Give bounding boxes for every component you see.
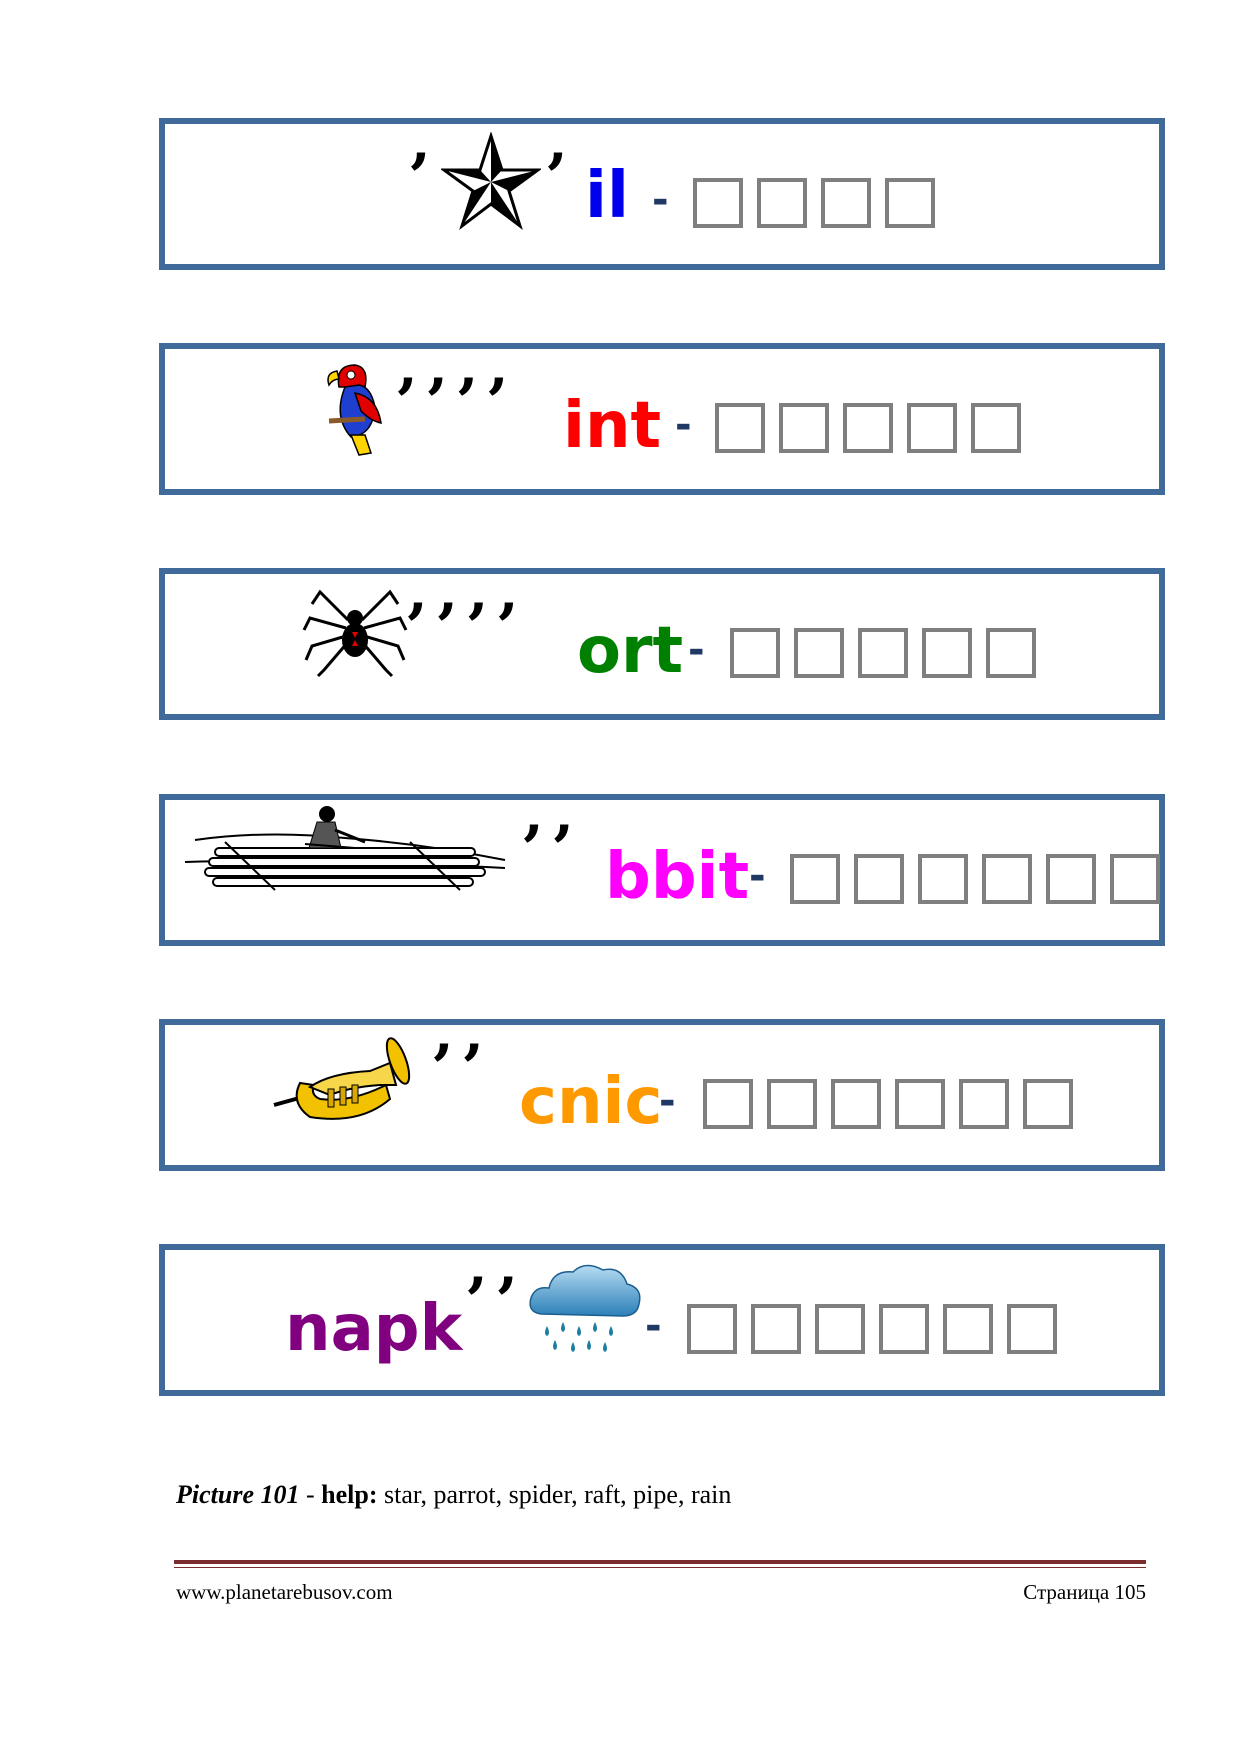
rebus-commas-before: ’’	[465, 1264, 526, 1339]
answer-boxes	[715, 403, 1021, 453]
answer-box[interactable]	[757, 178, 807, 228]
answer-box[interactable]	[922, 628, 972, 678]
footer-divider-thin	[174, 1567, 1146, 1568]
answer-box[interactable]	[895, 1079, 945, 1129]
parrot-icon	[327, 364, 382, 456]
answer-box[interactable]	[790, 854, 840, 904]
answer-box[interactable]	[815, 1304, 865, 1354]
help-text: star, parrot, spider, raft, pipe, rain	[377, 1480, 732, 1509]
answer-box[interactable]	[715, 403, 765, 453]
rebus-commas-after: ’	[545, 140, 576, 215]
rebus-word: cnic	[519, 1065, 663, 1139]
rebus-commas-after: ’’’’	[395, 365, 517, 440]
help-label: help:	[321, 1480, 378, 1509]
answer-box[interactable]	[854, 854, 904, 904]
answer-box[interactable]	[982, 854, 1032, 904]
answer-box[interactable]	[1110, 854, 1160, 904]
answer-box[interactable]	[879, 1304, 929, 1354]
answer-box[interactable]	[971, 403, 1021, 453]
answer-box[interactable]	[907, 403, 957, 453]
rebus-dash: -	[645, 1303, 662, 1349]
rebus-commas-before: ’	[408, 140, 439, 215]
answer-box[interactable]	[858, 628, 908, 678]
rebus-commas-after: ’’	[431, 1031, 492, 1106]
answer-box[interactable]	[693, 178, 743, 228]
footer-divider	[174, 1560, 1146, 1564]
rebus-dash: -	[675, 402, 692, 448]
rebus-card-2: ’’’’ int -	[159, 343, 1165, 495]
answer-box[interactable]	[779, 403, 829, 453]
answer-box[interactable]	[831, 1079, 881, 1129]
answer-box[interactable]	[1023, 1079, 1073, 1129]
raft-icon	[185, 806, 506, 891]
rain-cloud-icon	[529, 1264, 641, 1352]
rebus-card-1: ’ ’ il -	[159, 118, 1165, 270]
footer-page-number: Страница 105	[1023, 1580, 1146, 1604]
footer-website[interactable]: www.planetarebusov.com	[176, 1580, 393, 1604]
answer-box[interactable]	[730, 628, 780, 678]
answer-box[interactable]	[986, 628, 1036, 678]
answer-boxes	[693, 178, 935, 228]
rebus-card-4: ’’ bbit -	[159, 794, 1165, 946]
rebus-word: napk	[285, 1292, 463, 1366]
spider-icon	[302, 589, 408, 678]
rebus-dash: -	[652, 177, 669, 223]
rebus-word: ort	[577, 614, 684, 688]
rebus-word: int	[563, 389, 662, 463]
rebus-commas-after: ’’	[521, 812, 582, 887]
trumpet-icon	[273, 1037, 411, 1120]
answer-box[interactable]	[843, 403, 893, 453]
answer-box[interactable]	[794, 628, 844, 678]
rebus-word: il	[585, 159, 629, 233]
answer-boxes	[703, 1079, 1073, 1129]
answer-box[interactable]	[885, 178, 935, 228]
answer-box[interactable]	[1007, 1304, 1057, 1354]
answer-boxes	[687, 1304, 1057, 1354]
answer-box[interactable]	[751, 1304, 801, 1354]
answer-boxes	[730, 628, 1036, 678]
rebus-commas-after: ’’’’	[405, 590, 527, 665]
answer-boxes	[790, 854, 1160, 904]
rebus-card-5: ’’ cnic -	[159, 1019, 1165, 1171]
rebus-word: bbit	[605, 840, 750, 914]
answer-box[interactable]	[767, 1079, 817, 1129]
answer-box[interactable]	[687, 1304, 737, 1354]
caption-separator: -	[299, 1480, 322, 1509]
picture-label: Picture 101	[176, 1480, 300, 1509]
answer-box[interactable]	[1046, 854, 1096, 904]
rebus-dash: -	[659, 1078, 676, 1124]
rebus-dash: -	[688, 627, 705, 673]
answer-box[interactable]	[918, 854, 968, 904]
star-icon	[441, 132, 541, 231]
answer-box[interactable]	[959, 1079, 1009, 1129]
answer-box[interactable]	[703, 1079, 753, 1129]
rebus-card-3: ’’’’ ort -	[159, 568, 1165, 720]
picture-caption: Picture 101 - help: star, parrot, spider…	[176, 1480, 731, 1510]
rebus-dash: -	[749, 853, 766, 899]
rebus-card-6: napk ’’ -	[159, 1244, 1165, 1396]
answer-box[interactable]	[943, 1304, 993, 1354]
answer-box[interactable]	[821, 178, 871, 228]
